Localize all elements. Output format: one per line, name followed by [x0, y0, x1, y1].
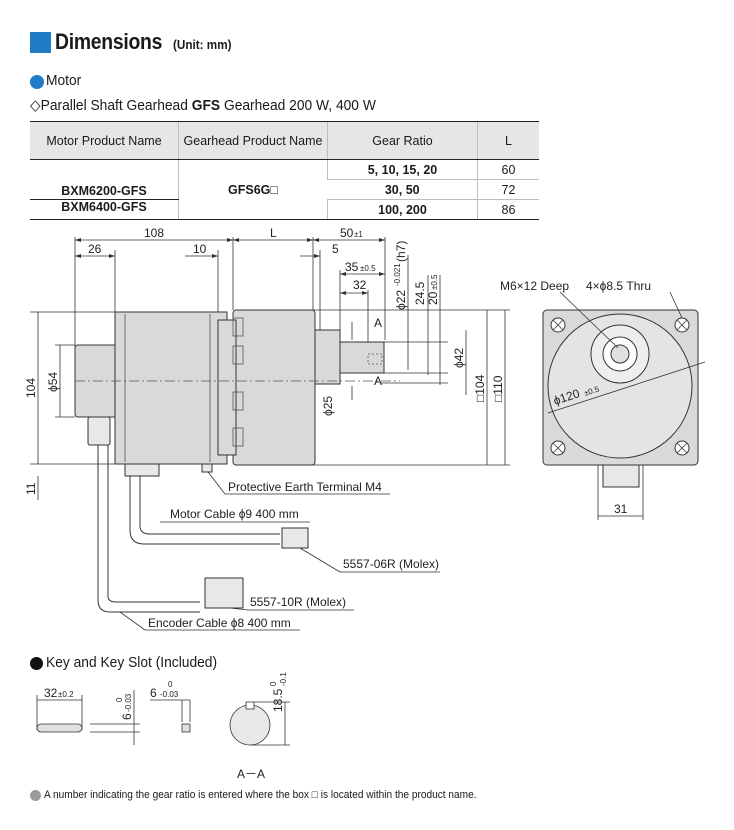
footnote-dot-icon	[30, 790, 41, 801]
dim-phi22-fit: (h7)	[394, 241, 408, 262]
motor-name-2: BXM6400-GFS	[30, 199, 179, 220]
page-title: Dimensions	[55, 29, 163, 54]
dim-phi42: ϕ42	[452, 348, 466, 368]
dim-10: 10	[193, 242, 207, 256]
dim-35-tol: ±0.5	[360, 264, 376, 273]
gear-ratio-cell: 5, 10, 15, 20	[327, 159, 478, 180]
dim-sq104: □104	[473, 374, 487, 402]
dim-phi22-tol: -0.021	[393, 263, 402, 286]
callout-holes: 4×ϕ8.5 Thru	[586, 279, 651, 293]
table-row: BXM6200-GFS GFS6G□ 5, 10, 15, 20 60	[30, 159, 539, 220]
dim-26: 26	[88, 242, 102, 256]
bullet-dot-icon	[30, 75, 44, 89]
dim-24-5: 24.5	[413, 281, 427, 305]
section-aa-label: A－A	[237, 767, 265, 781]
table-row: BXM6400-GFS 100, 200 86	[30, 199, 539, 220]
col-gearhead-product: Gearhead Product Name	[178, 121, 328, 160]
callout-conn10: 5557-10R (Molex)	[250, 595, 346, 609]
section-a-bottom: A	[374, 374, 382, 388]
col-L: L	[477, 121, 539, 160]
key-dim-6-low: -0.03	[124, 693, 133, 712]
key-dim-6-up: 0	[115, 697, 124, 702]
L-cell: 86	[477, 199, 539, 220]
dim-20: 20	[426, 291, 440, 305]
callout-enc-cable: Encoder Cable ϕ8 400 mm	[148, 616, 291, 630]
key-drawing: 32 ±0.2 6 0 -0.03 6 0 -0.03 18.5 0 -0.1 …	[36, 672, 290, 781]
callout-motor-cable: Motor Cable ϕ9 400 mm	[170, 507, 299, 521]
slot-dim-6: 6	[150, 686, 157, 700]
key-dim-6: 6	[120, 713, 134, 720]
col-motor-product: Motor Product Name	[30, 121, 179, 160]
shaft-dim-18-5: 18.5	[271, 688, 285, 712]
gear-ratio-cell: 30, 50	[327, 179, 478, 200]
section-title-key: Key and Key Slot (Included)	[46, 654, 218, 671]
title-square-icon	[30, 32, 51, 53]
callout-conn6: 5557-06R (Molex)	[343, 557, 439, 571]
callout-pe: Protective Earth Terminal M4	[228, 480, 382, 494]
key-dim-32: 32	[44, 686, 58, 700]
L-cell: 72	[477, 179, 539, 200]
shaft-dim-18-5-up: 0	[269, 681, 278, 686]
table-row: 30, 50 72	[30, 179, 539, 200]
dim-50-tol: ±1	[354, 230, 363, 239]
subheading-suffix: Gearhead 200 W, 400 W	[220, 97, 376, 114]
section-title-motor: Motor	[46, 72, 82, 89]
shaft-dim-18-5-low: -0.1	[279, 672, 288, 686]
L-cell: 60	[477, 159, 539, 180]
dim-phi54: ϕ54	[46, 372, 60, 392]
subheading-bold: GFS	[191, 97, 221, 114]
callout-m6: M6×12 Deep	[500, 279, 569, 293]
motor-name-1: BXM6200-GFS	[30, 159, 179, 200]
gear-ratio-cell: 100, 200	[327, 199, 478, 220]
dim-20-tol: ±0.5	[430, 274, 439, 290]
dim-phi25: ϕ25	[321, 396, 335, 416]
product-table: Motor Product Name Gearhead Product Name…	[30, 121, 539, 220]
dim-L: L	[270, 226, 277, 240]
dim-35: 35	[345, 260, 359, 274]
dim-32: 32	[353, 278, 367, 292]
dim-50: 50	[340, 226, 354, 240]
bullet-dot-icon	[30, 657, 43, 670]
key-dim-32-tol: ±0.2	[58, 690, 74, 699]
dim-sq110: □110	[491, 375, 505, 402]
dim-11: 11	[24, 482, 38, 495]
slot-dim-6-up: 0	[168, 680, 173, 689]
unit-label: (Unit: mm)	[173, 37, 232, 52]
section-a-top: A	[374, 316, 382, 330]
dim-104: 104	[24, 378, 38, 398]
dim-108: 108	[144, 226, 164, 240]
subheading-prefix: ◇Parallel Shaft Gearhead	[30, 97, 192, 114]
table-header-row: Motor Product Name Gearhead Product Name…	[30, 121, 539, 160]
dim-phi22: ϕ22	[394, 290, 408, 310]
dim-5: 5	[332, 242, 339, 256]
motor-dimension-drawing: 108 L 50 ±1 26 10 5 35 ±0.5 32 ϕ22 -0.02…	[24, 226, 706, 631]
subheading: ◇Parallel Shaft Gearhead GFS Gearhead 20…	[30, 96, 376, 114]
footnote: A number indicating the gear ratio is en…	[44, 789, 477, 801]
dim-31: 31	[614, 502, 628, 516]
gearhead-name: GFS6G□	[178, 159, 328, 220]
slot-dim-6-low: -0.03	[160, 690, 179, 699]
col-gear-ratio: Gear Ratio	[327, 121, 478, 160]
